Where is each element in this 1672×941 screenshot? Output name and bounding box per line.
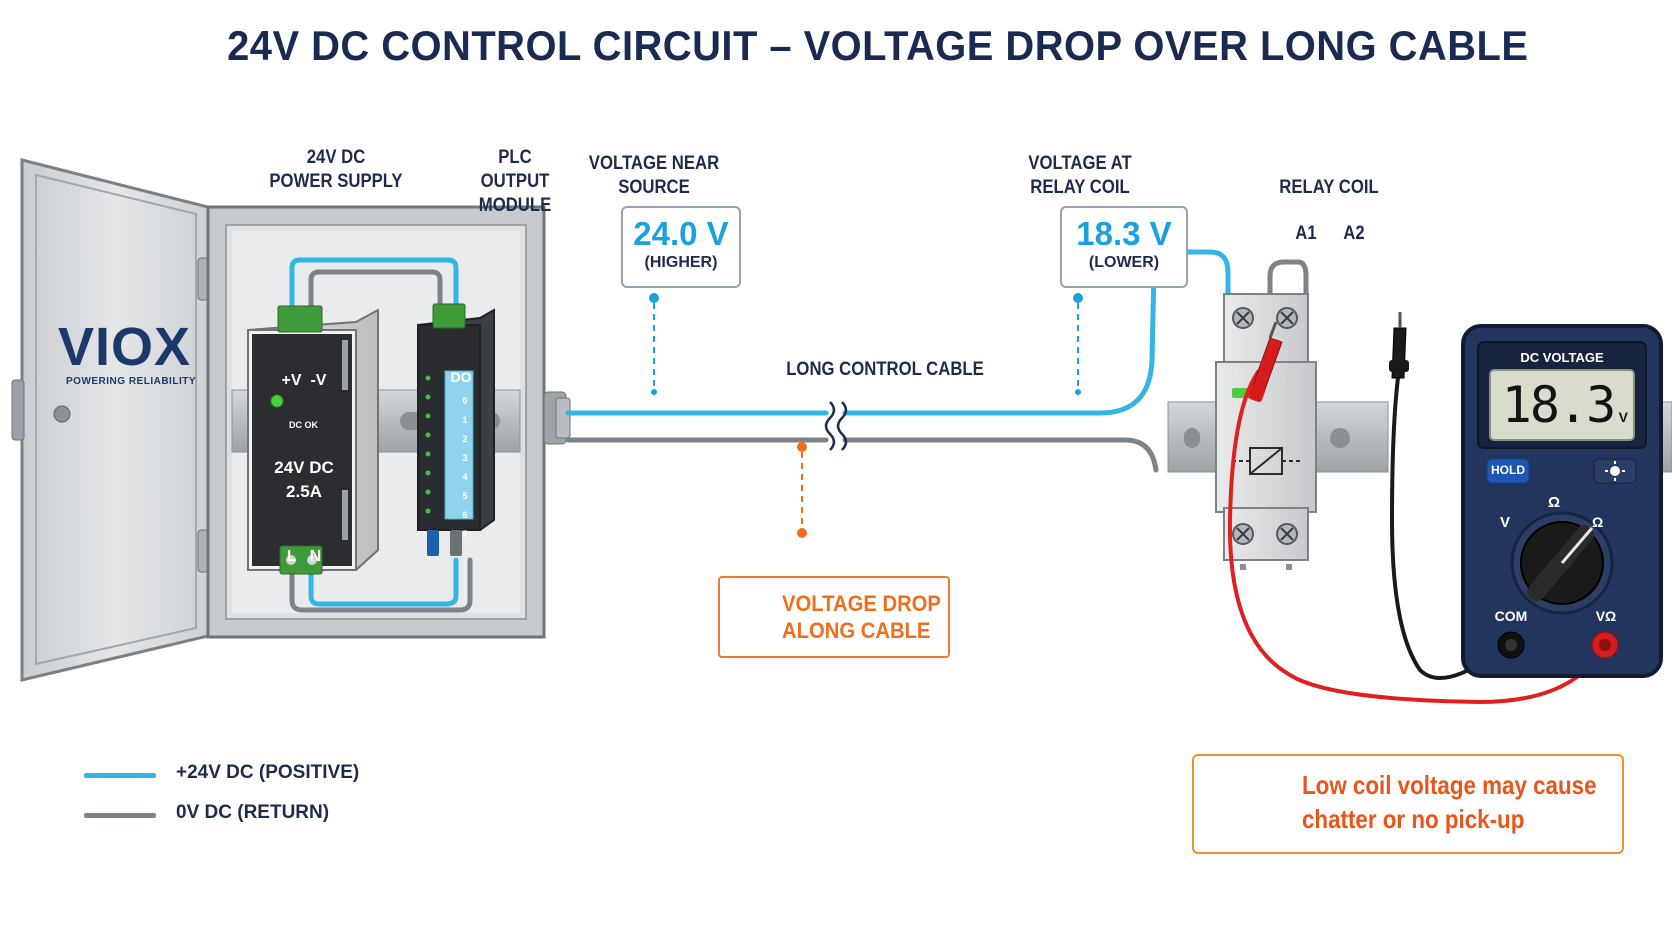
legend-swatch-positive xyxy=(84,773,156,778)
voltage-drop-text: VOLTAGE DROP ALONG CABLE xyxy=(782,591,941,643)
source-voltage-note: (HIGHER) xyxy=(644,254,718,271)
relay-callout-line xyxy=(1073,293,1083,395)
warning-text: Low coil voltage may cause chatter or no… xyxy=(1302,770,1597,834)
source-callout-line xyxy=(649,293,659,395)
warning-box: Low coil voltage may cause chatter or no… xyxy=(1192,754,1624,854)
power-supply xyxy=(247,305,379,575)
terminal-a2-label: A2 xyxy=(1343,223,1365,244)
red-probe xyxy=(1248,321,1283,403)
black-probe xyxy=(1389,312,1409,379)
dial-ohm-alt-label: Ω xyxy=(1592,514,1604,530)
meter-display: 18.3 V xyxy=(1490,372,1628,438)
plc-channel: 5 xyxy=(462,491,468,501)
source-voltage-label: VOLTAGE NEAR SOURCE xyxy=(588,153,720,198)
source-voltage-box: 24.0 V (HIGHER) xyxy=(621,206,741,288)
plc-channel: 0 xyxy=(462,396,468,406)
plc-channel: 4 xyxy=(462,472,468,482)
dial-ohm-label: Ω xyxy=(1548,494,1561,511)
plc-channel: 7 xyxy=(462,529,468,539)
psu-led-label: DC OK xyxy=(289,420,318,430)
relay-voltage-box: 18.3 V (LOWER) xyxy=(1060,206,1188,288)
enclosure-door xyxy=(11,158,213,682)
psu-terminals-bottom-label: L N xyxy=(286,548,322,565)
source-voltage-value: 24.0 V xyxy=(633,215,729,252)
relay-voltage-note: (LOWER) xyxy=(1088,254,1160,271)
legend-label-return: 0V DC (RETURN) xyxy=(176,802,330,823)
meter-reading: 18.3 xyxy=(1501,376,1616,434)
legend-label-positive: +24V DC (POSITIVE) xyxy=(176,762,360,783)
page-title: 24V DC CONTROL CIRCUIT – VOLTAGE DROP OV… xyxy=(227,22,1529,69)
rotary-dial[interactable] xyxy=(1512,513,1612,613)
voltage-drop-box: VOLTAGE DROP ALONG CABLE xyxy=(718,576,950,658)
plc-module xyxy=(417,303,495,556)
brand-name: VIOX xyxy=(58,317,192,377)
psu-rating: 24V DC 2.5A xyxy=(274,458,334,501)
legend-swatch-return xyxy=(84,813,156,818)
plc-label: PLC OUTPUT MODULE xyxy=(478,147,552,216)
backlight-button[interactable] xyxy=(1594,459,1636,483)
psu-label: 24V DC POWER SUPPLY xyxy=(269,147,403,192)
vohm-port-label: VΩ xyxy=(1595,608,1617,624)
plc-channel: 2 xyxy=(462,434,468,444)
meter-unit: V xyxy=(1618,409,1628,425)
legend: +24V DC (POSITIVE) 0V DC (RETURN) xyxy=(84,762,384,842)
hold-button[interactable]: HOLD xyxy=(1491,463,1525,477)
legend-item-positive: +24V DC (POSITIVE) xyxy=(84,762,384,802)
meter-mode-label: DC VOLTAGE xyxy=(1520,350,1604,365)
com-port-label: COM xyxy=(1494,608,1528,624)
relay-voltage-value: 18.3 V xyxy=(1076,215,1172,252)
cable-label: LONG CONTROL CABLE xyxy=(786,359,984,380)
plc-channel-list: 0 1 2 3 4 5 6 7 xyxy=(458,392,472,544)
drop-callout-line xyxy=(797,442,807,538)
relay-coil-label: RELAY COIL xyxy=(1279,177,1379,198)
internal-wiring xyxy=(289,257,473,613)
brand-logo: VIOX POWERING RELIABILITY xyxy=(58,318,208,387)
plc-channel: 6 xyxy=(462,510,468,520)
cable-break-mark xyxy=(824,401,848,451)
relay-voltage-label: VOLTAGE AT RELAY COIL xyxy=(1028,153,1132,198)
legend-item-return: 0V DC (RETURN) xyxy=(84,802,384,842)
brand-tagline: POWERING RELIABILITY xyxy=(66,376,196,387)
plc-channel: 3 xyxy=(462,453,468,463)
multimeter-body xyxy=(1461,324,1663,678)
psu-terminals-top-label: +V -V xyxy=(281,372,327,389)
terminal-a1-label: A1 xyxy=(1295,223,1317,244)
plc-module-title: DO xyxy=(450,369,472,385)
dial-v-label: V xyxy=(1500,514,1511,531)
plc-channel: 1 xyxy=(462,415,468,425)
